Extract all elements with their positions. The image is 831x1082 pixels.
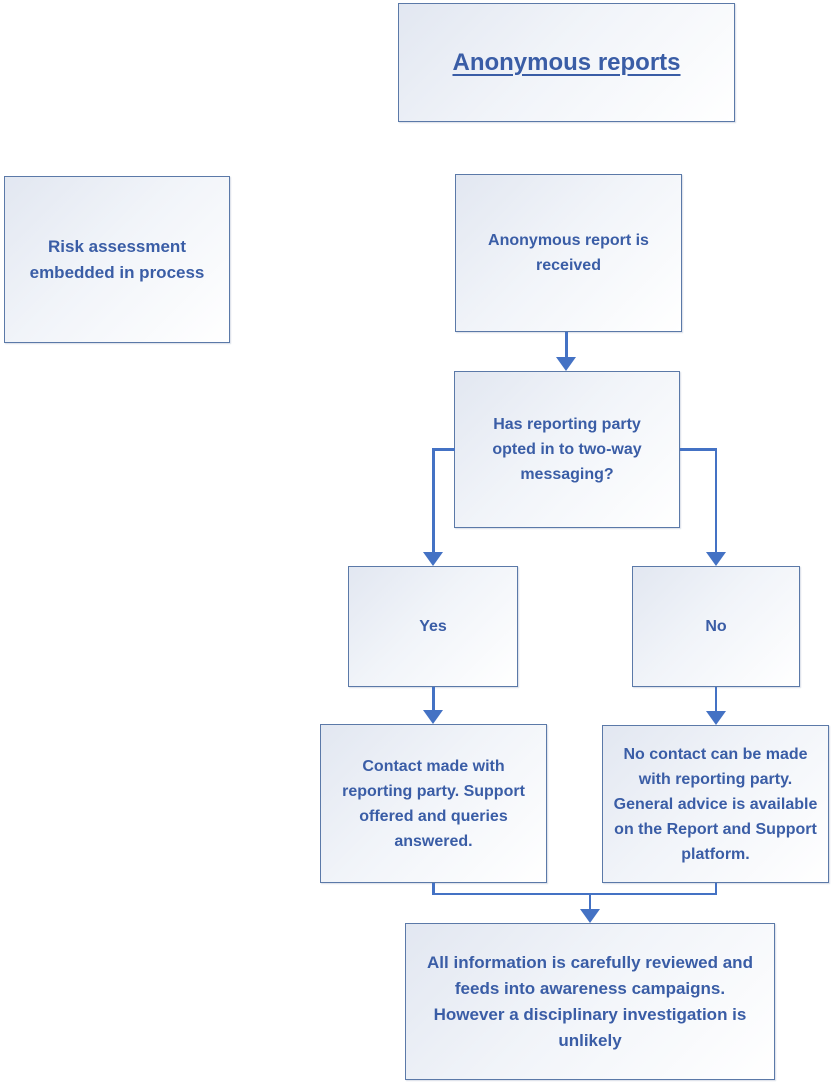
connector-decision-yes-vertical [432, 448, 435, 552]
arrowhead-no-nocontact [706, 711, 726, 725]
no-contact-label: No contact can be made with reporting pa… [613, 745, 818, 863]
contact-made-label: Contact made with reporting party. Suppo… [342, 757, 525, 850]
arrowhead-yes-contact [423, 710, 443, 724]
connector-nocontact-merge-stub [714, 883, 717, 895]
yes-label: Yes [419, 618, 447, 635]
decision-box: Has reporting party opted in to two-way … [454, 371, 680, 528]
risk-note-box: Risk assessment embedded in process [4, 176, 230, 343]
risk-note-label: Risk assessment embedded in process [29, 236, 205, 282]
outcome-label: All information is carefully reviewed an… [427, 952, 753, 1050]
arrowhead-merge-outcome [580, 909, 600, 923]
outcome-box: All information is carefully reviewed an… [405, 923, 775, 1080]
arrowhead-decision-yes [423, 552, 443, 566]
no-label: No [705, 618, 727, 635]
connector-decision-yes-horizontal [432, 448, 455, 451]
decision-label: Has reporting party opted in to two-way … [492, 416, 642, 483]
arrowhead-received-decision [556, 357, 576, 371]
connector-decision-no-horizontal [680, 448, 717, 451]
connector-merge-outcome [588, 893, 592, 909]
no-box: No [632, 566, 800, 687]
arrowhead-decision-no [706, 552, 726, 566]
connector-contact-merge-stub [432, 883, 435, 895]
connector-decision-no-vertical [714, 448, 717, 552]
diagram-title: Anonymous reports [452, 48, 681, 76]
connector-merge-horizontal [432, 892, 717, 895]
received-box: Anonymous report is received [455, 174, 682, 332]
no-contact-box: No contact can be made with reporting pa… [602, 725, 829, 883]
contact-made-box: Contact made with reporting party. Suppo… [320, 724, 547, 883]
connector-yes-contact [432, 687, 435, 710]
connector-received-decision [565, 332, 568, 357]
received-label: Anonymous report is received [488, 232, 649, 274]
title-box: Anonymous reports [398, 3, 735, 122]
connector-no-nocontact [714, 687, 717, 711]
yes-box: Yes [348, 566, 518, 687]
